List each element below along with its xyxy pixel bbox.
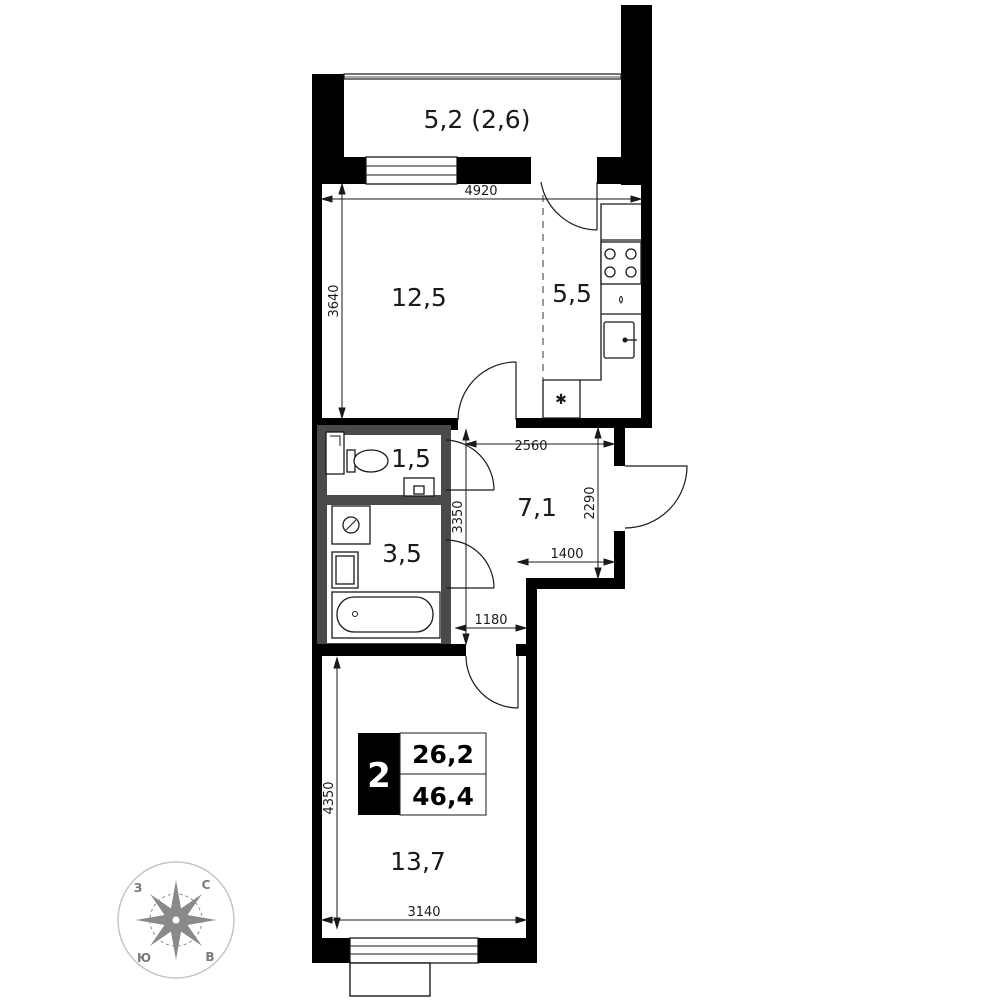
wc-fixtures bbox=[325, 431, 435, 497]
room-area-living: 12,5 bbox=[391, 283, 447, 312]
compass-east: В bbox=[205, 950, 214, 964]
room-labels: 5,2 (2,6) 12,5 5,5 1,5 7,1 3,5 13,7 bbox=[382, 105, 592, 876]
toilet-icon bbox=[346, 449, 389, 473]
compass-north: С bbox=[202, 878, 211, 892]
room-area-wc: 1,5 bbox=[391, 444, 431, 473]
dim-hall-lower-width: 1400 bbox=[550, 547, 583, 562]
bath-fixtures bbox=[331, 505, 441, 639]
dim-bedroom-width: 3140 bbox=[407, 905, 440, 920]
bathroom-block bbox=[312, 425, 537, 656]
bathtub-icon bbox=[331, 591, 441, 639]
stove-icon bbox=[600, 241, 642, 285]
fridge-icon: ✱ bbox=[555, 392, 567, 408]
room-area-hall: 7,1 bbox=[517, 493, 557, 522]
washing-machine-icon bbox=[331, 505, 371, 545]
badge-total-area: 46,4 bbox=[412, 782, 474, 811]
svg-text:✱: ✱ bbox=[555, 392, 567, 408]
dim-living-depth: 3640 bbox=[327, 284, 342, 317]
balcony bbox=[312, 5, 652, 185]
dim-living-width: 4920 bbox=[464, 184, 497, 199]
kitchen-fixtures: ✱ bbox=[542, 203, 642, 419]
room-area-kitchen: 5,5 bbox=[552, 279, 592, 308]
sink-icon bbox=[603, 321, 637, 359]
dimension-lines bbox=[320, 182, 643, 930]
doors bbox=[445, 181, 688, 709]
compass-south: Ю bbox=[137, 951, 151, 965]
dim-corridor-length: 3350 bbox=[451, 500, 466, 533]
dim-bedroom-depth: 4350 bbox=[322, 781, 337, 814]
area-badge: 2 26,2 46,4 bbox=[358, 732, 487, 816]
badge-rooms-count: 2 bbox=[367, 756, 391, 796]
room-area-bath: 3,5 bbox=[382, 539, 422, 568]
dim-corridor-width: 1180 bbox=[474, 613, 507, 628]
compass-rose-icon: З С Ю В bbox=[117, 861, 235, 979]
compass-west: З bbox=[134, 881, 143, 895]
outer-walls bbox=[312, 157, 652, 997]
dim-hall-height: 2290 bbox=[583, 486, 598, 519]
room-area-bedroom: 13,7 bbox=[390, 847, 446, 876]
dimension-labels: 4920 3640 2560 2290 1400 3350 1180 4350 … bbox=[322, 184, 598, 920]
dim-hall-width: 2560 bbox=[514, 439, 547, 454]
badge-living-area: 26,2 bbox=[412, 740, 474, 769]
room-area-balcony: 5,2 (2,6) bbox=[424, 105, 531, 134]
